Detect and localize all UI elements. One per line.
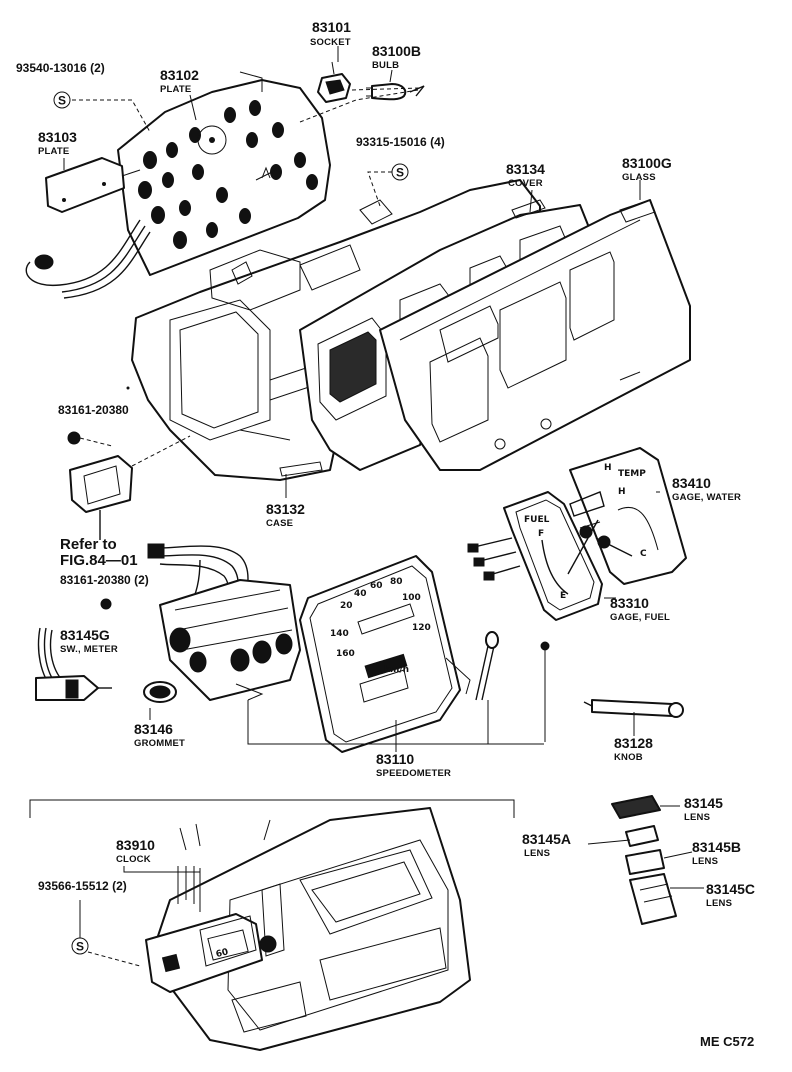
svg-text:TEMP: TEMP xyxy=(618,469,646,479)
label-83110: 83110 xyxy=(376,751,414,767)
screw-symbol-3: S xyxy=(71,900,141,967)
label-clock: CLOCK xyxy=(116,854,151,865)
lens-83145c-drawing xyxy=(629,873,704,925)
plate-83102-drawing xyxy=(117,71,331,276)
fuel-gage-drawing: FUEL F E xyxy=(467,491,605,621)
svg-text:F: F xyxy=(538,529,544,539)
label-83100g: 83100G xyxy=(622,155,672,171)
leader-lines xyxy=(63,46,660,752)
lens-83145b-drawing xyxy=(625,849,693,875)
label-lens-83145: LENS xyxy=(684,812,710,823)
label-83161-b: 83161-20380 (2) xyxy=(60,573,149,587)
socket-drawing xyxy=(317,61,351,103)
label-83103: 83103 xyxy=(38,129,77,145)
part-labels: 83101 SOCKET 83100B BULB 93540-13016 (2)… xyxy=(16,19,755,1049)
svg-text:60: 60 xyxy=(370,581,383,591)
svg-text:H: H xyxy=(618,487,626,497)
label-83145g: 83145G xyxy=(60,627,110,643)
clock-drawing: 60 xyxy=(145,866,277,993)
label-refer-to: Refer to xyxy=(60,536,117,553)
svg-text:160: 160 xyxy=(336,649,355,659)
svg-text:E: E xyxy=(560,591,566,601)
water-gage-drawing: H TEMP H C xyxy=(569,447,687,585)
label-93540: 93540-13016 (2) xyxy=(16,61,105,75)
label-83145a: 83145A xyxy=(522,831,571,847)
lower-bracket xyxy=(29,799,515,818)
speedometer-drawing: 20 40 60 80 100 120 140 160 km/h xyxy=(299,555,471,753)
label-sw-meter: SW., METER xyxy=(60,644,118,655)
grommet-drawing xyxy=(143,681,177,720)
svg-text:S: S xyxy=(76,940,84,954)
label-83310: 83310 xyxy=(610,595,649,611)
label-fig-ref: FIG.84—01 xyxy=(60,552,138,569)
label-lens-83145b: LENS xyxy=(692,856,718,867)
speedometer-tick-labels: 20 40 60 80 100 120 140 160 km/h xyxy=(330,577,431,675)
bulb-drawing xyxy=(351,83,425,101)
knob-drawing xyxy=(583,699,684,736)
lens-83145-drawing xyxy=(611,795,680,819)
label-speedometer: SPEEDOMETER xyxy=(376,768,451,779)
label-83134: 83134 xyxy=(506,161,545,177)
svg-text:FUEL: FUEL xyxy=(524,515,550,525)
svg-text:40: 40 xyxy=(354,589,367,599)
label-plate-83102: PLATE xyxy=(160,84,191,95)
label-cover: COVER xyxy=(508,178,543,189)
clock-leaders xyxy=(123,866,201,912)
label-83100b: 83100B xyxy=(372,43,421,59)
screw-symbol-1: S xyxy=(53,91,151,133)
label-83910: 83910 xyxy=(116,837,155,853)
glass-83100g-drawing xyxy=(379,199,691,471)
sw-meter-drawing xyxy=(35,627,112,701)
label-83145b: 83145B xyxy=(692,839,741,855)
label-83128: 83128 xyxy=(614,735,653,751)
label-gage-fuel: GAGE, FUEL xyxy=(610,612,670,623)
label-glass: GLASS xyxy=(622,172,656,183)
label-93566: 93566-15512 (2) xyxy=(38,879,127,893)
svg-text:km/h: km/h xyxy=(384,665,409,675)
label-lens-83145c: LENS xyxy=(706,898,732,909)
lens-83145a-drawing xyxy=(587,825,659,847)
plate-83103-drawing xyxy=(45,157,141,213)
label-83410: 83410 xyxy=(672,475,711,491)
svg-text:20: 20 xyxy=(340,601,353,611)
label-83161-a: 83161-20380 xyxy=(58,403,129,417)
label-bulb: BULB xyxy=(372,60,399,71)
label-case: CASE xyxy=(266,518,293,529)
switch-bracket-drawing xyxy=(69,435,191,540)
svg-text:60: 60 xyxy=(215,947,230,960)
svg-text:S: S xyxy=(58,94,66,108)
nut-83161-2-drawing xyxy=(100,598,112,610)
svg-text:100: 100 xyxy=(402,593,421,603)
label-lens-83145a: LENS xyxy=(524,848,550,859)
harness-drawing xyxy=(25,219,151,299)
label-plate-83103: PLATE xyxy=(38,146,69,157)
drawing-code: ME C572 xyxy=(700,1034,754,1049)
dash-panel-drawing xyxy=(149,807,471,1051)
label-gage-water: GAGE, WATER xyxy=(672,492,741,503)
wiring-connector-drawing xyxy=(147,543,301,701)
label-93315: 93315-15016 (4) xyxy=(356,135,445,149)
label-83145c: 83145C xyxy=(706,881,755,897)
svg-text:120: 120 xyxy=(412,623,431,633)
speedo-socket-drawing xyxy=(475,631,550,742)
label-knob: KNOB xyxy=(614,752,643,763)
label-83145: 83145 xyxy=(684,795,723,811)
svg-text:S: S xyxy=(396,166,404,180)
svg-text:140: 140 xyxy=(330,629,349,639)
label-socket: SOCKET xyxy=(310,37,351,48)
screw-symbol-2: S xyxy=(367,163,409,207)
svg-text:H: H xyxy=(604,463,612,473)
svg-text:80: 80 xyxy=(390,577,403,587)
label-83146: 83146 xyxy=(134,721,173,737)
label-83132: 83132 xyxy=(266,501,305,517)
label-83102: 83102 xyxy=(160,67,199,83)
svg-text:C: C xyxy=(640,549,647,559)
plate-holes xyxy=(138,100,318,249)
label-grommet: GROMMET xyxy=(134,738,185,749)
nut-83161-drawing xyxy=(67,431,113,447)
label-83101: 83101 xyxy=(312,19,351,35)
